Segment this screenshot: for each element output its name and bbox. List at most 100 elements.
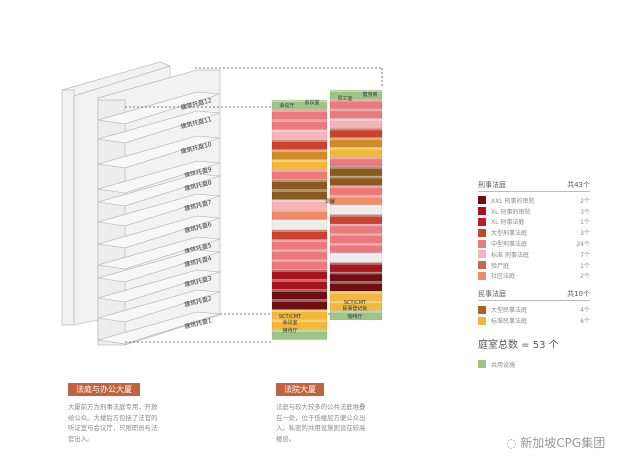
block-highlight bbox=[272, 200, 327, 202]
block-highlight bbox=[272, 280, 327, 282]
block-highlight bbox=[330, 176, 382, 179]
block-highlight bbox=[272, 290, 327, 292]
legend-label: XL 刑事的审院 bbox=[491, 208, 531, 216]
court-block bbox=[329, 89, 383, 100]
court-block bbox=[329, 281, 383, 292]
legend-label: 社区法庭 bbox=[491, 273, 516, 281]
watermark-text: 新加坡CPG集团 bbox=[520, 436, 606, 450]
block-highlight bbox=[330, 147, 382, 150]
right-caption-text: 法庭与较大较多的公共法庭堆叠在一处，位于低楼层方便公众出入。私密的共用设施则设在… bbox=[276, 403, 366, 443]
right-caption: 法院大厦 法庭与较大较多的公共法庭堆叠在一处，位于低楼层方便公众出入。私密的共用… bbox=[276, 377, 371, 444]
block-highlight bbox=[330, 301, 382, 304]
block-highlight bbox=[272, 330, 327, 332]
block-highlight bbox=[330, 262, 382, 265]
legend-criminal-total: 共43个 bbox=[567, 181, 590, 189]
legend-count: 2个 bbox=[580, 197, 590, 205]
court-block bbox=[271, 299, 328, 310]
court-block bbox=[329, 176, 383, 186]
court-block bbox=[271, 289, 328, 300]
court-block bbox=[329, 243, 383, 253]
bottom-label: SCT/CMT bbox=[344, 300, 367, 306]
watermark: ◌ 新加坡CPG集团 bbox=[506, 436, 606, 450]
block-highlight bbox=[330, 109, 382, 112]
block-highlight bbox=[272, 180, 327, 182]
block-highlight bbox=[272, 230, 327, 232]
block-highlight bbox=[330, 234, 382, 236]
legend-count: 3个 bbox=[580, 230, 590, 238]
block-highlight bbox=[330, 291, 382, 294]
court-stack bbox=[271, 89, 383, 340]
bottom-label: 会议室 bbox=[282, 319, 297, 326]
legend-shared-label: 共用设施 bbox=[491, 361, 516, 369]
legend-count: 7个 bbox=[580, 251, 590, 259]
block-highlight bbox=[330, 99, 382, 102]
legend-civil-title: 民事法庭 bbox=[478, 290, 506, 299]
court-block bbox=[329, 185, 383, 196]
top-label: 健身房 bbox=[362, 91, 377, 98]
block-highlight bbox=[330, 186, 382, 188]
court-block bbox=[329, 233, 383, 244]
court-block bbox=[329, 128, 383, 138]
court-block bbox=[329, 300, 383, 311]
legend-count: 2个 bbox=[580, 273, 590, 281]
block-highlight bbox=[272, 130, 327, 132]
legend-item: 社区法庭 2个 bbox=[478, 271, 590, 282]
legend-criminal-title: 刑事法庭 bbox=[478, 181, 506, 189]
block-highlight bbox=[330, 118, 382, 121]
court-block bbox=[271, 99, 328, 110]
legend-swatch bbox=[478, 250, 486, 259]
bottom-label: 民事登记处 bbox=[342, 305, 367, 312]
top-label: 会议厅 bbox=[279, 102, 294, 109]
legend-swatch bbox=[478, 228, 486, 237]
block-highlight bbox=[272, 170, 327, 172]
court-block bbox=[271, 259, 328, 270]
legend-count: 3个 bbox=[580, 208, 590, 216]
court-block bbox=[271, 239, 328, 250]
court-block bbox=[271, 229, 328, 240]
court-block bbox=[271, 149, 328, 160]
legend-item: 验尸庭 1个 bbox=[478, 260, 590, 271]
court-block bbox=[271, 139, 328, 150]
block-highlight bbox=[330, 272, 382, 275]
block-highlight bbox=[272, 300, 327, 302]
legend-count: 1个 bbox=[580, 262, 590, 270]
legend-swatch bbox=[478, 196, 486, 205]
court-block bbox=[271, 109, 328, 120]
court-block bbox=[329, 166, 383, 177]
legend-civil-total: 共10个 bbox=[567, 290, 590, 299]
left-caption-title: 法庭与办公大厦 bbox=[68, 383, 140, 396]
block-highlight bbox=[330, 128, 382, 131]
bottom-label: 接待厅 bbox=[282, 327, 297, 334]
court-block bbox=[329, 137, 383, 148]
legend-swatch bbox=[478, 316, 486, 325]
court-block bbox=[271, 189, 328, 200]
block-highlight bbox=[330, 282, 382, 284]
block-highlight bbox=[330, 205, 382, 208]
left-caption: 法庭与办公大厦 大厦前方为刑事法庭专用，开放给公众。大楼后方包括了法官的听证室与… bbox=[68, 377, 163, 444]
block-highlight bbox=[272, 160, 327, 162]
legend-label: 验尸庭 bbox=[491, 262, 510, 270]
block-highlight bbox=[330, 138, 382, 140]
court-block bbox=[329, 252, 383, 263]
block-highlight bbox=[272, 270, 327, 272]
court-block bbox=[271, 279, 328, 290]
legend-label: XL 刑事法庭 bbox=[491, 219, 525, 227]
block-highlight bbox=[330, 90, 382, 92]
block-highlight bbox=[272, 120, 327, 122]
court-block bbox=[271, 209, 328, 220]
court-block bbox=[329, 291, 383, 301]
block-highlight bbox=[272, 220, 327, 222]
block-highlight bbox=[330, 253, 382, 256]
block-highlight bbox=[330, 166, 382, 169]
top-label: 会议室 bbox=[304, 99, 319, 106]
court-block bbox=[271, 309, 328, 320]
